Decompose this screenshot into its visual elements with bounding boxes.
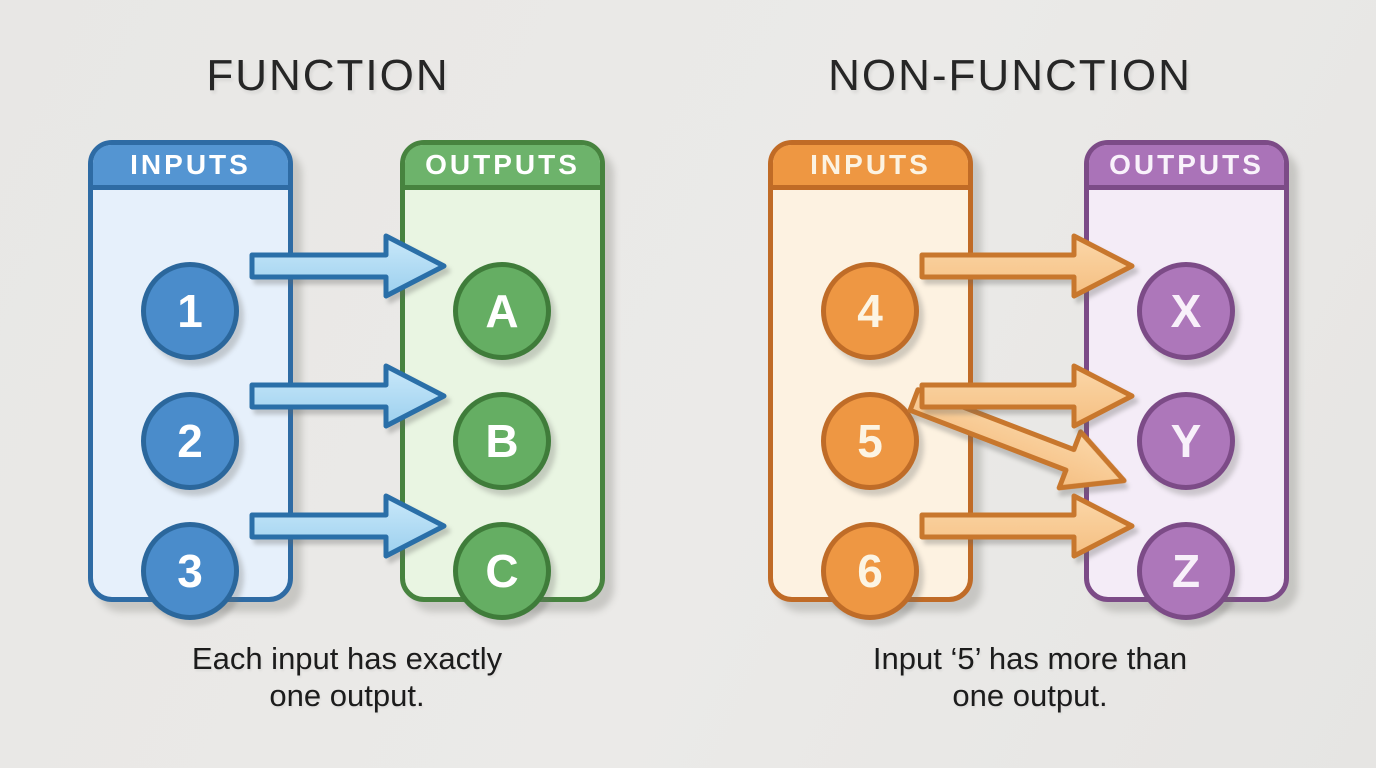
function-caption-line2: one output. — [269, 678, 425, 713]
nonfunction-outputs-body: X Y Z — [1089, 190, 1284, 620]
output-node-B: B — [453, 392, 551, 490]
function-outputs-header: OUTPUTS — [405, 145, 600, 190]
nonfunction-inputs-header: INPUTS — [773, 145, 968, 190]
output-node-C: C — [453, 522, 551, 620]
function-inputs-body: 1 2 3 — [93, 190, 288, 620]
nonfunction-outputs-panel: OUTPUTS X Y Z — [1084, 140, 1289, 620]
nonfunction-caption: Input ‘5’ has more than one output. — [770, 640, 1290, 714]
output-node-Y: Y — [1137, 392, 1235, 490]
non-function-title: NON-FUNCTION — [828, 51, 1192, 100]
function-outputs-body: A B C — [405, 190, 600, 620]
output-node-A: A — [453, 262, 551, 360]
input-node-2: 2 — [141, 392, 239, 490]
input-node-5: 5 — [821, 392, 919, 490]
nonfunction-inputs-panel: INPUTS 4 5 6 — [768, 140, 973, 620]
input-node-1: 1 — [141, 262, 239, 360]
nonfunction-inputs-body: 4 5 6 — [773, 190, 968, 620]
function-inputs-panel: INPUTS 1 2 3 — [88, 140, 293, 620]
function-inputs-header: INPUTS — [93, 145, 288, 190]
nonfunction-caption-line1: Input ‘5’ has more than — [872, 641, 1188, 676]
input-node-3: 3 — [141, 522, 239, 620]
nonfunction-outputs-header: OUTPUTS — [1089, 145, 1284, 190]
output-node-X: X — [1137, 262, 1235, 360]
input-node-4: 4 — [821, 262, 919, 360]
function-title: FUNCTION — [206, 51, 450, 100]
function-outputs-panel: OUTPUTS A B C — [400, 140, 605, 620]
function-caption-line1: Each input has exactly — [191, 641, 503, 676]
function-caption: Each input has exactly one output. — [88, 640, 606, 714]
nonfunction-caption-line2: one output. — [952, 678, 1108, 713]
output-node-Z: Z — [1137, 522, 1235, 620]
input-node-6: 6 — [821, 522, 919, 620]
